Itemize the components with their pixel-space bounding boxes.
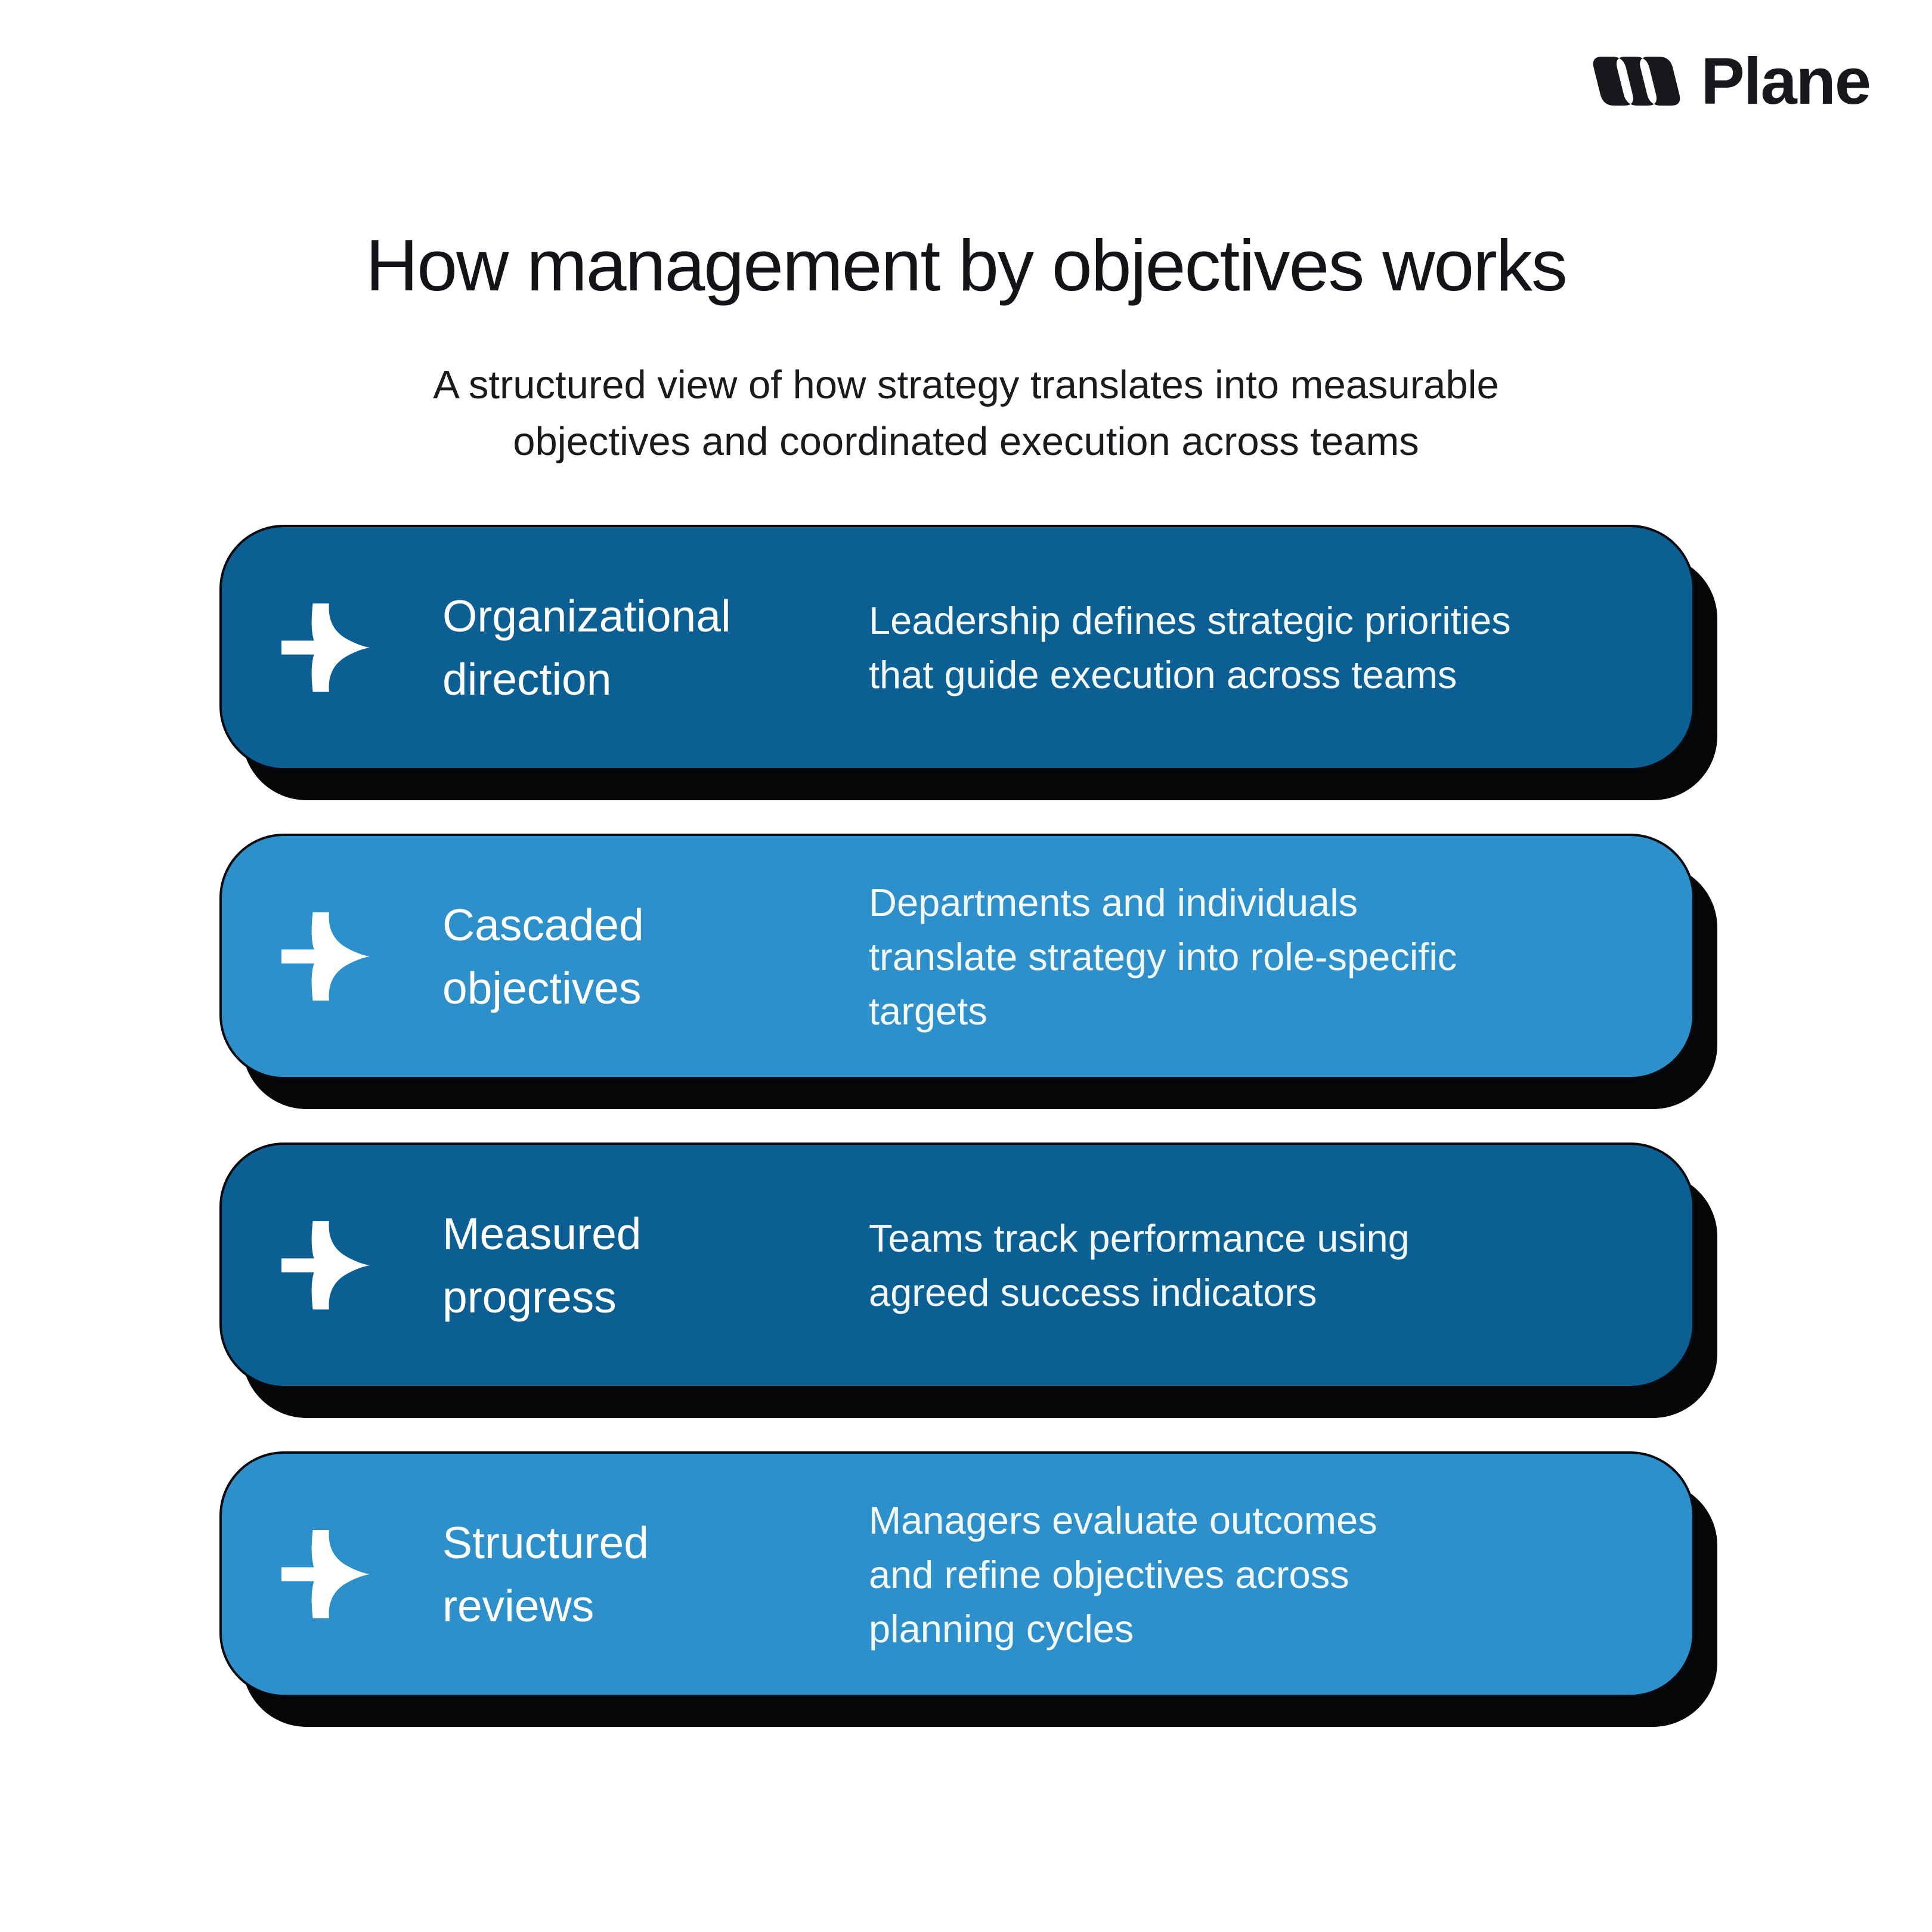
- card-title: Measured progress: [442, 1208, 642, 1323]
- arrow-right-icon: [281, 603, 370, 692]
- card-organizational-direction: Organizational direction Leadership defi…: [219, 525, 1695, 770]
- page-subtitle: A structured view of how strategy transl…: [433, 363, 1499, 465]
- arrow-right-icon: [281, 1530, 370, 1619]
- card-title: Cascaded objectives: [442, 899, 644, 1014]
- card-title: Organizational direction: [442, 590, 731, 705]
- card-description: Managers evaluate outcomes and refine ob…: [869, 1498, 1377, 1651]
- arrow-right-icon: [281, 1221, 370, 1310]
- arrow-right-icon: [281, 912, 370, 1001]
- card-description: Teams track performance using agreed suc…: [869, 1216, 1410, 1314]
- card-measured-progress: Measured progress Teams track performanc…: [219, 1143, 1695, 1388]
- plane-logo: Plane: [1591, 45, 1871, 118]
- plane-logo-icon: [1593, 57, 1680, 106]
- cards-list: Organizational direction Leadership defi…: [219, 525, 1695, 1760]
- card-title: Structured reviews: [442, 1517, 649, 1631]
- plane-logo-wordmark: Plane: [1701, 45, 1871, 118]
- card-cascaded-objectives: Cascaded objectives Departments and indi…: [219, 834, 1695, 1079]
- page-title: How management by objectives works: [366, 225, 1568, 306]
- card-description: Departments and individuals translate st…: [869, 880, 1457, 1033]
- card-description: Leadership defines strategic priorities …: [869, 599, 1511, 696]
- card-structured-reviews: Structured reviews Managers evaluate out…: [219, 1451, 1695, 1697]
